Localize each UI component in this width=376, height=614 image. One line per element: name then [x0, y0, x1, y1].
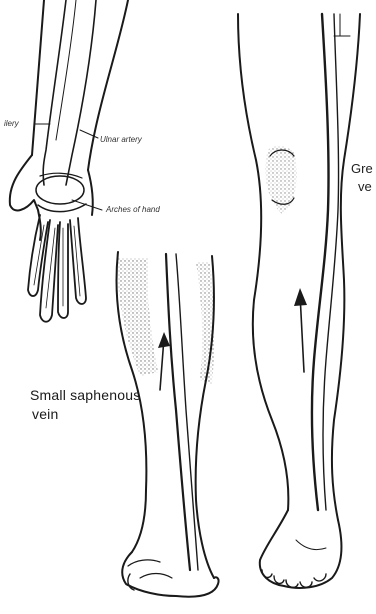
small-saphenous-label-line1: Small saphenous — [30, 388, 140, 402]
great-saphenous-label-line1: Gre — [351, 162, 373, 175]
flow-arrow-great — [300, 294, 304, 372]
finger-2 — [40, 220, 58, 322]
palmar-arch-lower — [38, 204, 86, 212]
calf-shading-right — [196, 262, 214, 384]
forearm-hand — [10, 0, 128, 322]
ulnar-artery — [66, 0, 96, 185]
foot-outline — [122, 552, 218, 597]
palm-outline — [10, 155, 41, 240]
palmar-arch-upper — [36, 176, 84, 204]
leg-front — [238, 14, 360, 588]
radial-artery-label: ilery — [4, 120, 19, 128]
leg-outline-left — [238, 14, 288, 510]
heel-detail — [128, 560, 172, 578]
great-saphenous-label-line2: ve — [358, 180, 372, 193]
forearm-outline-left — [32, 0, 44, 155]
foot-front-outline — [260, 510, 342, 588]
arches-of-hand-label: Arches of hand — [106, 206, 160, 214]
great-saphenous-vein — [312, 14, 329, 510]
ulnar-artery-label: Ulnar artery — [100, 136, 142, 144]
lower-leg-back — [117, 252, 219, 597]
calf-shading-left — [118, 258, 158, 376]
finger-4 — [70, 218, 86, 304]
radial-artery — [43, 0, 66, 185]
small-saphenous-label-line2: vein — [32, 407, 58, 421]
